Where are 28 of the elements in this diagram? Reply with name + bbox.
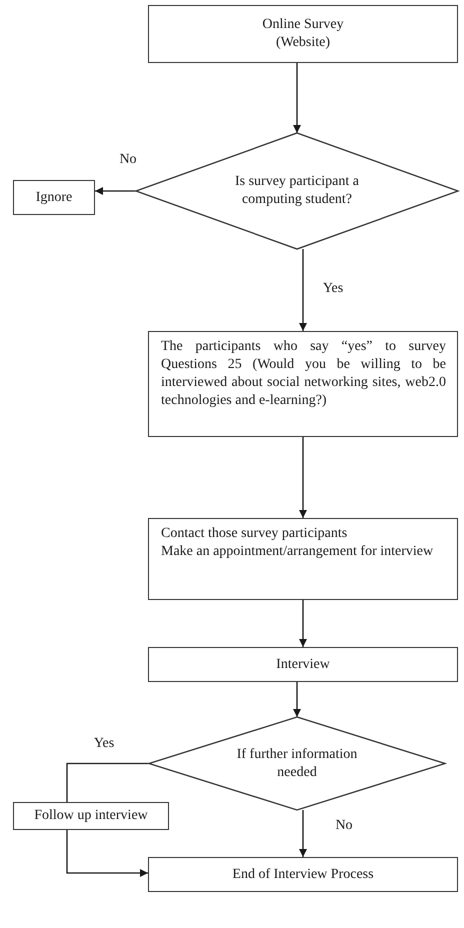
arrow (299, 437, 307, 518)
arrow (293, 682, 301, 717)
process-box (148, 647, 458, 682)
step-text: Follow up interview (34, 807, 148, 825)
step-text: Interview (276, 656, 330, 674)
process-box (148, 331, 458, 437)
arrow (95, 187, 136, 195)
process-box (13, 180, 95, 215)
decision-text: If further information needed (236, 746, 358, 782)
arrow (299, 600, 307, 647)
arrow (66, 830, 148, 877)
arrow (293, 63, 301, 133)
process-box (148, 518, 458, 600)
connector-line (66, 762, 149, 802)
process-box (148, 5, 458, 63)
decision-text: Is survey participant a computing student? (234, 173, 360, 209)
step-text: Contact those survey participants (161, 525, 348, 543)
arrow (299, 810, 307, 857)
step-text: The participants who say “yes” to survey Questions 25 (Would you be willing to be interviewed about social networking sites, web2.0 technologies and e-learning?) (161, 338, 446, 410)
decision-diamond (149, 717, 445, 810)
process-box (13, 802, 169, 830)
process-box (148, 857, 458, 892)
step-text: Online Survey (Website) (261, 16, 345, 52)
step-text: End of Interview Process (232, 866, 374, 884)
step-text: Make an appointment/arrangement for interview (161, 543, 434, 561)
decision-diamond (136, 133, 458, 249)
step-text: Ignore (36, 188, 72, 206)
arrow (299, 249, 307, 331)
